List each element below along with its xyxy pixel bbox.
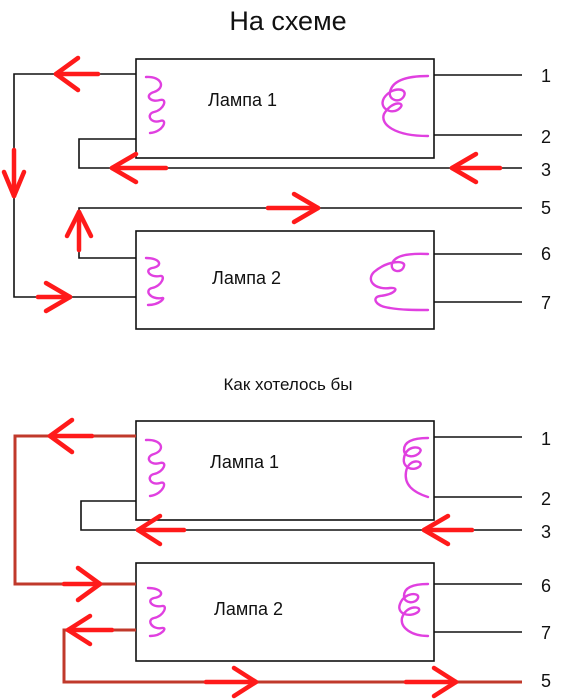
coil-icon: [369, 252, 430, 312]
coil-icon: [144, 256, 165, 307]
coil-icon: [144, 438, 166, 498]
bottom-left-loop-wire: [13, 434, 136, 586]
bottom-terminal-5: 5: [541, 671, 552, 691]
top-terminal-5: 5: [541, 198, 552, 218]
arrow-right-icon: [203, 665, 259, 699]
bottom-terminal-3: 3: [541, 522, 552, 542]
coil-icon: [146, 586, 166, 638]
bottom-wire-5: [62, 628, 522, 684]
arrow-left-icon: [65, 613, 115, 647]
top-lamp2-box: [135, 230, 435, 330]
bottom-wire-3: [80, 500, 522, 531]
arrow-left-icon: [421, 513, 475, 547]
bottom-terminal-1: 1: [541, 429, 552, 449]
top-arrows: [1, 55, 503, 314]
top-lamp2-label: Лампа 2: [212, 268, 281, 288]
bottom-terminal-6: 6: [541, 576, 552, 596]
coil-icon: [402, 436, 430, 499]
coil-icon: [398, 582, 430, 638]
top-lamp1-box: [135, 58, 435, 159]
arrow-left-icon: [53, 55, 101, 93]
arrow-left-icon: [109, 151, 169, 185]
top-left-loop-wire: [13, 73, 136, 298]
bottom-terminal-7: 7: [541, 623, 552, 643]
bottom-lamp1-box: [135, 420, 435, 521]
arrow-right-icon: [35, 280, 73, 314]
arrow-down-icon: [1, 147, 27, 199]
bottom-lamp1-label: Лампа 1: [210, 452, 279, 472]
top-wire-3: [78, 138, 522, 169]
top-terminal-6: 6: [541, 244, 552, 264]
top-coils: [144, 74, 430, 312]
coil-icon: [144, 75, 166, 135]
top-terminal-7: 7: [541, 293, 552, 313]
bottom-lamp2-box: [135, 562, 435, 662]
bottom-terminal-2: 2: [541, 489, 552, 509]
arrow-left-icon: [449, 151, 503, 185]
arrow-left-icon: [135, 513, 187, 547]
arrow-right-icon: [403, 665, 459, 699]
arrow-up-icon: [64, 209, 94, 253]
arrow-left-icon: [47, 417, 95, 455]
top-title: На схеме: [229, 6, 347, 36]
top-terminal-3: 3: [541, 160, 552, 180]
arrow-right-icon: [61, 565, 103, 603]
bottom-wires: [80, 436, 522, 633]
bottom-title: Как хотелось бы: [223, 375, 353, 394]
top-wire-5: [78, 207, 522, 259]
bottom-lamp2-label: Лампа 2: [214, 599, 283, 619]
arrow-right-icon: [265, 191, 321, 225]
top-diagram: [1, 55, 522, 330]
bottom-arrows: [47, 417, 475, 699]
bottom-coils: [144, 436, 430, 638]
coil-icon: [381, 74, 430, 138]
top-terminal-2: 2: [541, 127, 552, 147]
top-terminal-1: 1: [541, 66, 552, 86]
top-lamp1-label: Лампа 1: [208, 90, 277, 110]
bottom-diagram: [13, 417, 522, 699]
